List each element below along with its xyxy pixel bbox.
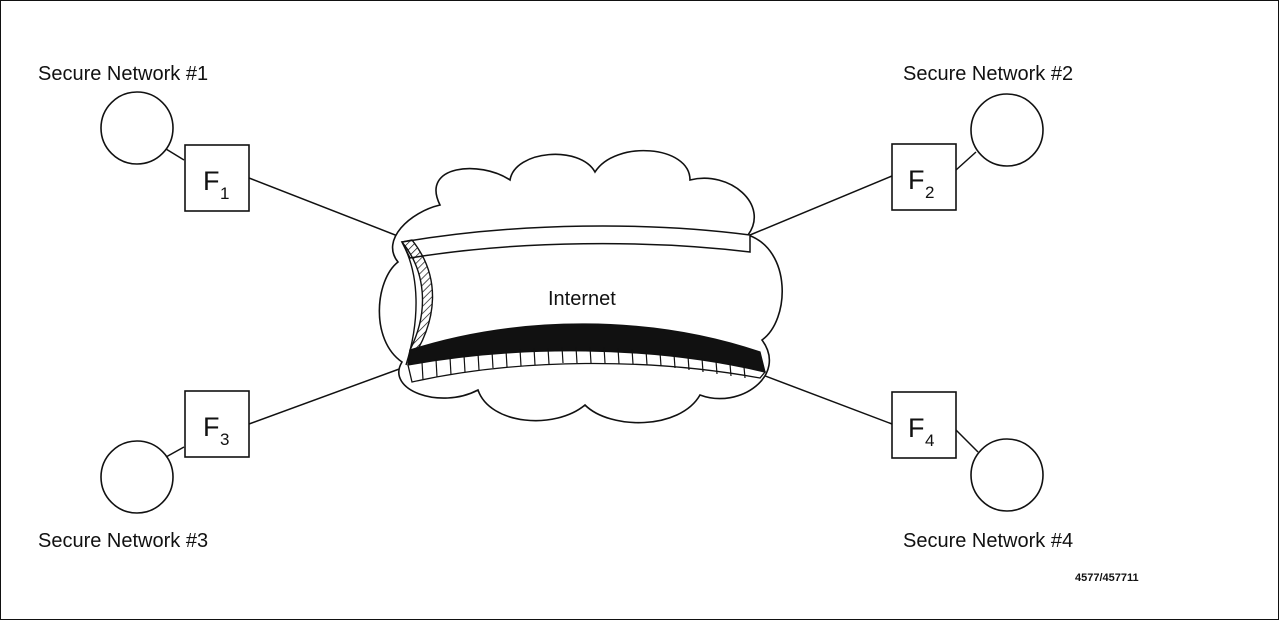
f4-to-internet-link: [759, 373, 893, 425]
firewall-f1-label: F: [203, 166, 220, 196]
net2-to-f2-link: [955, 151, 977, 171]
firewall-f3: F 3: [184, 390, 250, 458]
segmented-vpn-strip: [407, 350, 767, 383]
internet-label: Internet: [548, 288, 616, 310]
firewall-f1: F 1: [184, 144, 250, 212]
internet-cloud: [378, 149, 783, 424]
secure-network-4-node: [970, 438, 1044, 512]
firewall-f4-subscript: 4: [925, 431, 934, 450]
secure-network-1-node: [100, 91, 174, 165]
firewall-f2: F 2: [891, 143, 957, 211]
firewall-f3-label: F: [203, 412, 220, 442]
f3-to-internet-link: [248, 367, 403, 425]
firewall-f4: F 4: [891, 391, 957, 459]
f2-to-internet-link: [749, 175, 893, 236]
net3-to-f3-link: [165, 446, 185, 458]
tunnel-hatched-end: [400, 239, 434, 366]
firewall-f3-subscript: 3: [220, 430, 229, 449]
secure-network-4-label: Secure Network #4: [903, 530, 1073, 552]
firewall-f2-label: F: [908, 165, 925, 195]
net1-to-f1-link: [165, 148, 185, 161]
segmented-strip-dividers: [421, 346, 746, 381]
secure-network-2-node: [970, 93, 1044, 167]
f1-to-internet-link: [248, 177, 409, 241]
net4-to-f4-link: [955, 429, 979, 453]
firewall-f1-subscript: 1: [220, 184, 229, 203]
firewall-f4-label: F: [908, 413, 925, 443]
secure-network-3-node: [100, 440, 174, 514]
figure-id: 4577/457711: [1075, 572, 1139, 584]
secure-network-3-label: Secure Network #3: [38, 530, 208, 552]
secure-network-2-label: Secure Network #2: [903, 63, 1073, 85]
firewall-f2-subscript: 2: [925, 183, 934, 202]
secure-network-1-label: Secure Network #1: [38, 63, 208, 85]
upper-vpn-tunnel: [400, 225, 751, 259]
tunnel-left-edge: [401, 241, 417, 366]
